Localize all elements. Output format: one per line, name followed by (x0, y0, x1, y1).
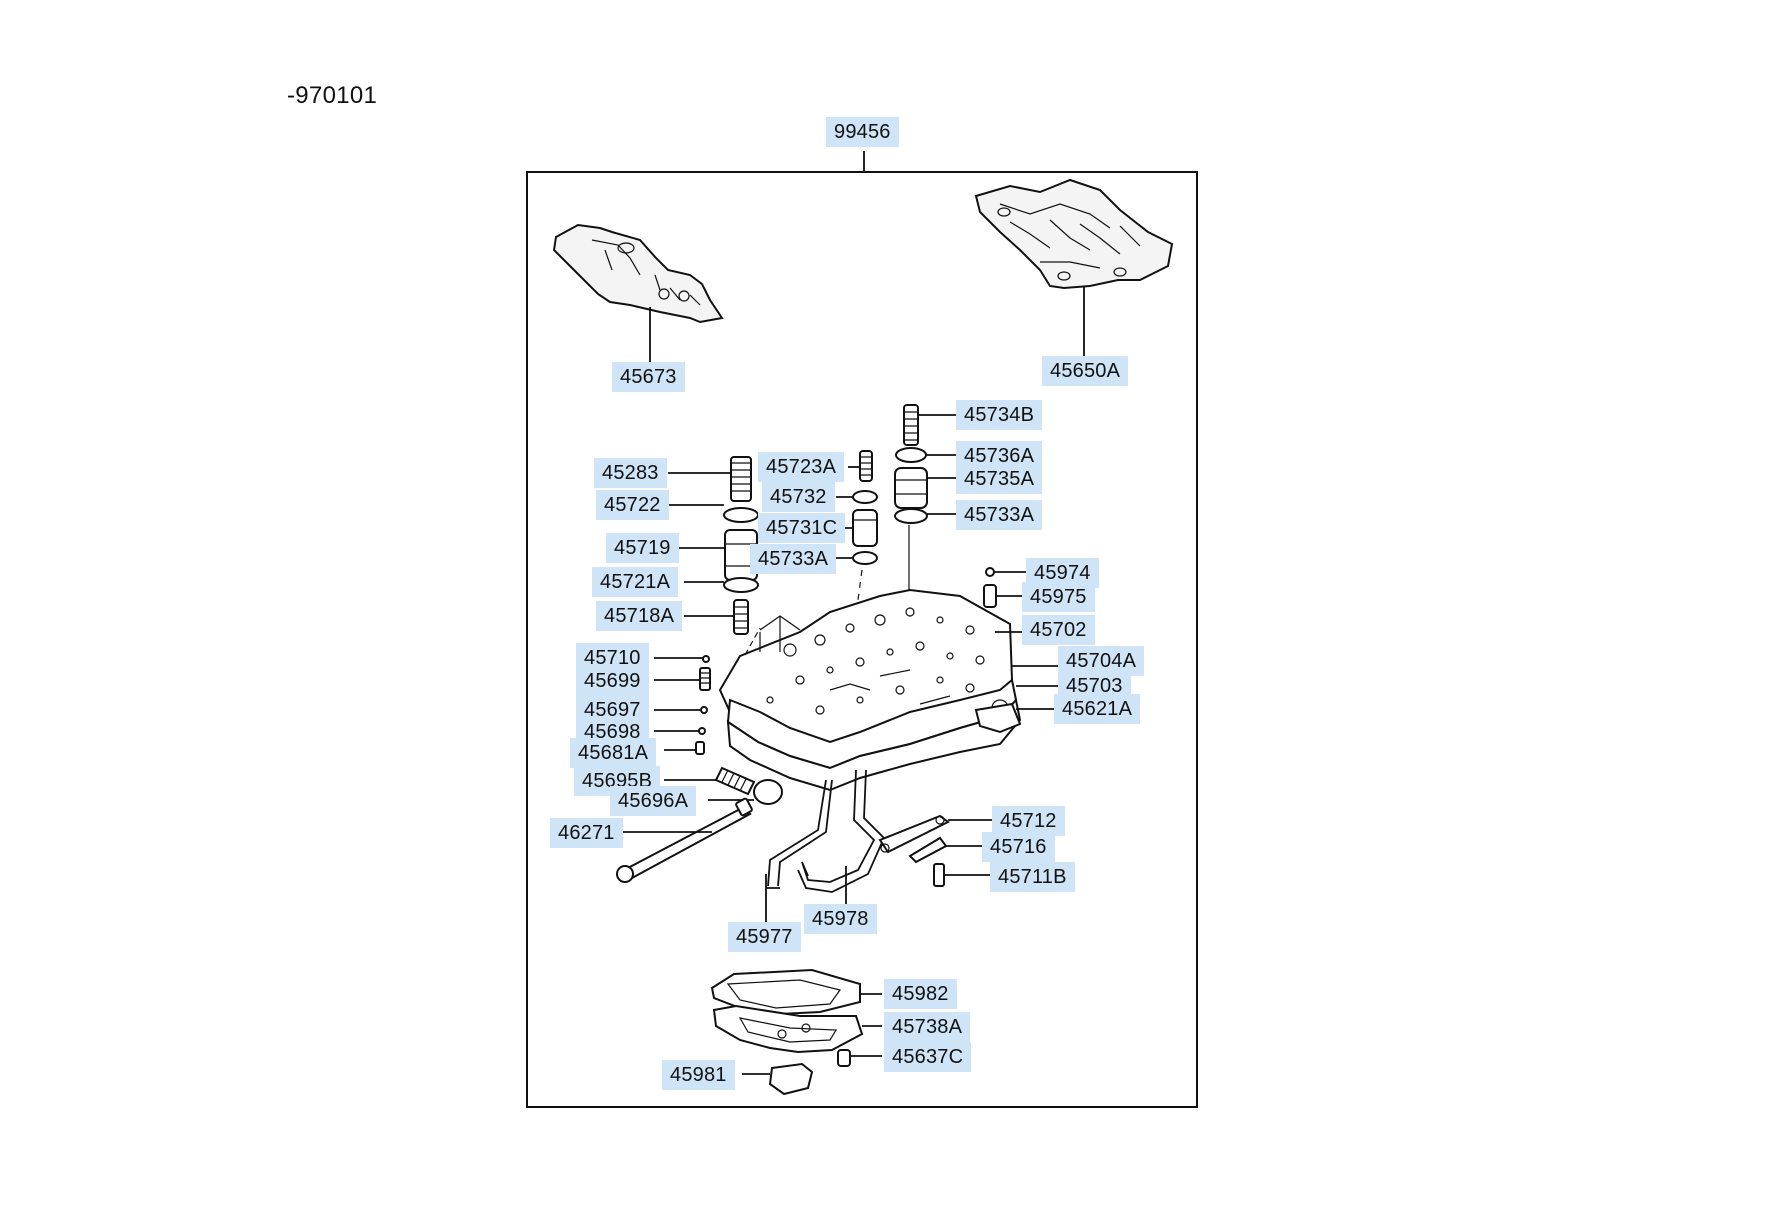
callout-45283[interactable]: 45283 (594, 458, 667, 488)
callout-99456[interactable]: 99456 (826, 117, 899, 147)
callout-45716[interactable]: 45716 (982, 832, 1055, 862)
callout-45718A[interactable]: 45718A (596, 601, 683, 631)
callout-45637C[interactable]: 45637C (884, 1042, 972, 1072)
callout-45650A[interactable]: 45650A (1042, 356, 1129, 386)
callout-45696A[interactable]: 45696A (610, 786, 697, 816)
manual-valve-rod-46271 (616, 797, 753, 883)
diagram-frame (526, 171, 1198, 1108)
callout-45621A[interactable]: 45621A (1054, 694, 1141, 724)
oil-filter-45982 (710, 968, 861, 1016)
upper-valve-body-45673 (552, 223, 724, 324)
callout-45699[interactable]: 45699 (576, 666, 649, 696)
callout-46271[interactable]: 46271 (550, 818, 623, 848)
callout-45673[interactable]: 45673 (612, 362, 685, 392)
callout-45977[interactable]: 45977 (728, 922, 801, 952)
callout-45735A[interactable]: 45735A (956, 464, 1043, 494)
applicability-code: -970101 (287, 82, 378, 109)
callout-45723A[interactable]: 45723A (758, 452, 845, 482)
callout-45702[interactable]: 45702 (1022, 615, 1095, 645)
callout-45738A[interactable]: 45738A (884, 1012, 971, 1042)
callout-45721A[interactable]: 45721A (592, 567, 679, 597)
callout-45982[interactable]: 45982 (884, 979, 957, 1009)
left-valve-stack (723, 456, 759, 635)
callout-45978[interactable]: 45978 (804, 904, 877, 934)
callout-45734B[interactable]: 45734B (956, 400, 1043, 430)
callout-45719[interactable]: 45719 (606, 533, 679, 563)
callout-45975[interactable]: 45975 (1022, 582, 1095, 612)
callout-45981[interactable]: 45981 (662, 1060, 735, 1090)
lower-valve-body-45650A (974, 178, 1174, 290)
callout-45731C[interactable]: 45731C (758, 513, 846, 543)
callout-45733A-left[interactable]: 45733A (750, 544, 837, 574)
callout-45733A-right[interactable]: 45733A (956, 500, 1043, 530)
callout-45732[interactable]: 45732 (762, 482, 835, 512)
callout-45712[interactable]: 45712 (992, 806, 1065, 836)
right-valve-stack (894, 404, 928, 600)
gasket-45738A (712, 1004, 864, 1054)
middle-valve-stack (852, 450, 878, 601)
callout-45711B[interactable]: 45711B (990, 862, 1075, 892)
main-valve-body (718, 588, 1022, 792)
callout-45722[interactable]: 45722 (596, 490, 669, 520)
callout-45681A[interactable]: 45681A (570, 738, 657, 768)
